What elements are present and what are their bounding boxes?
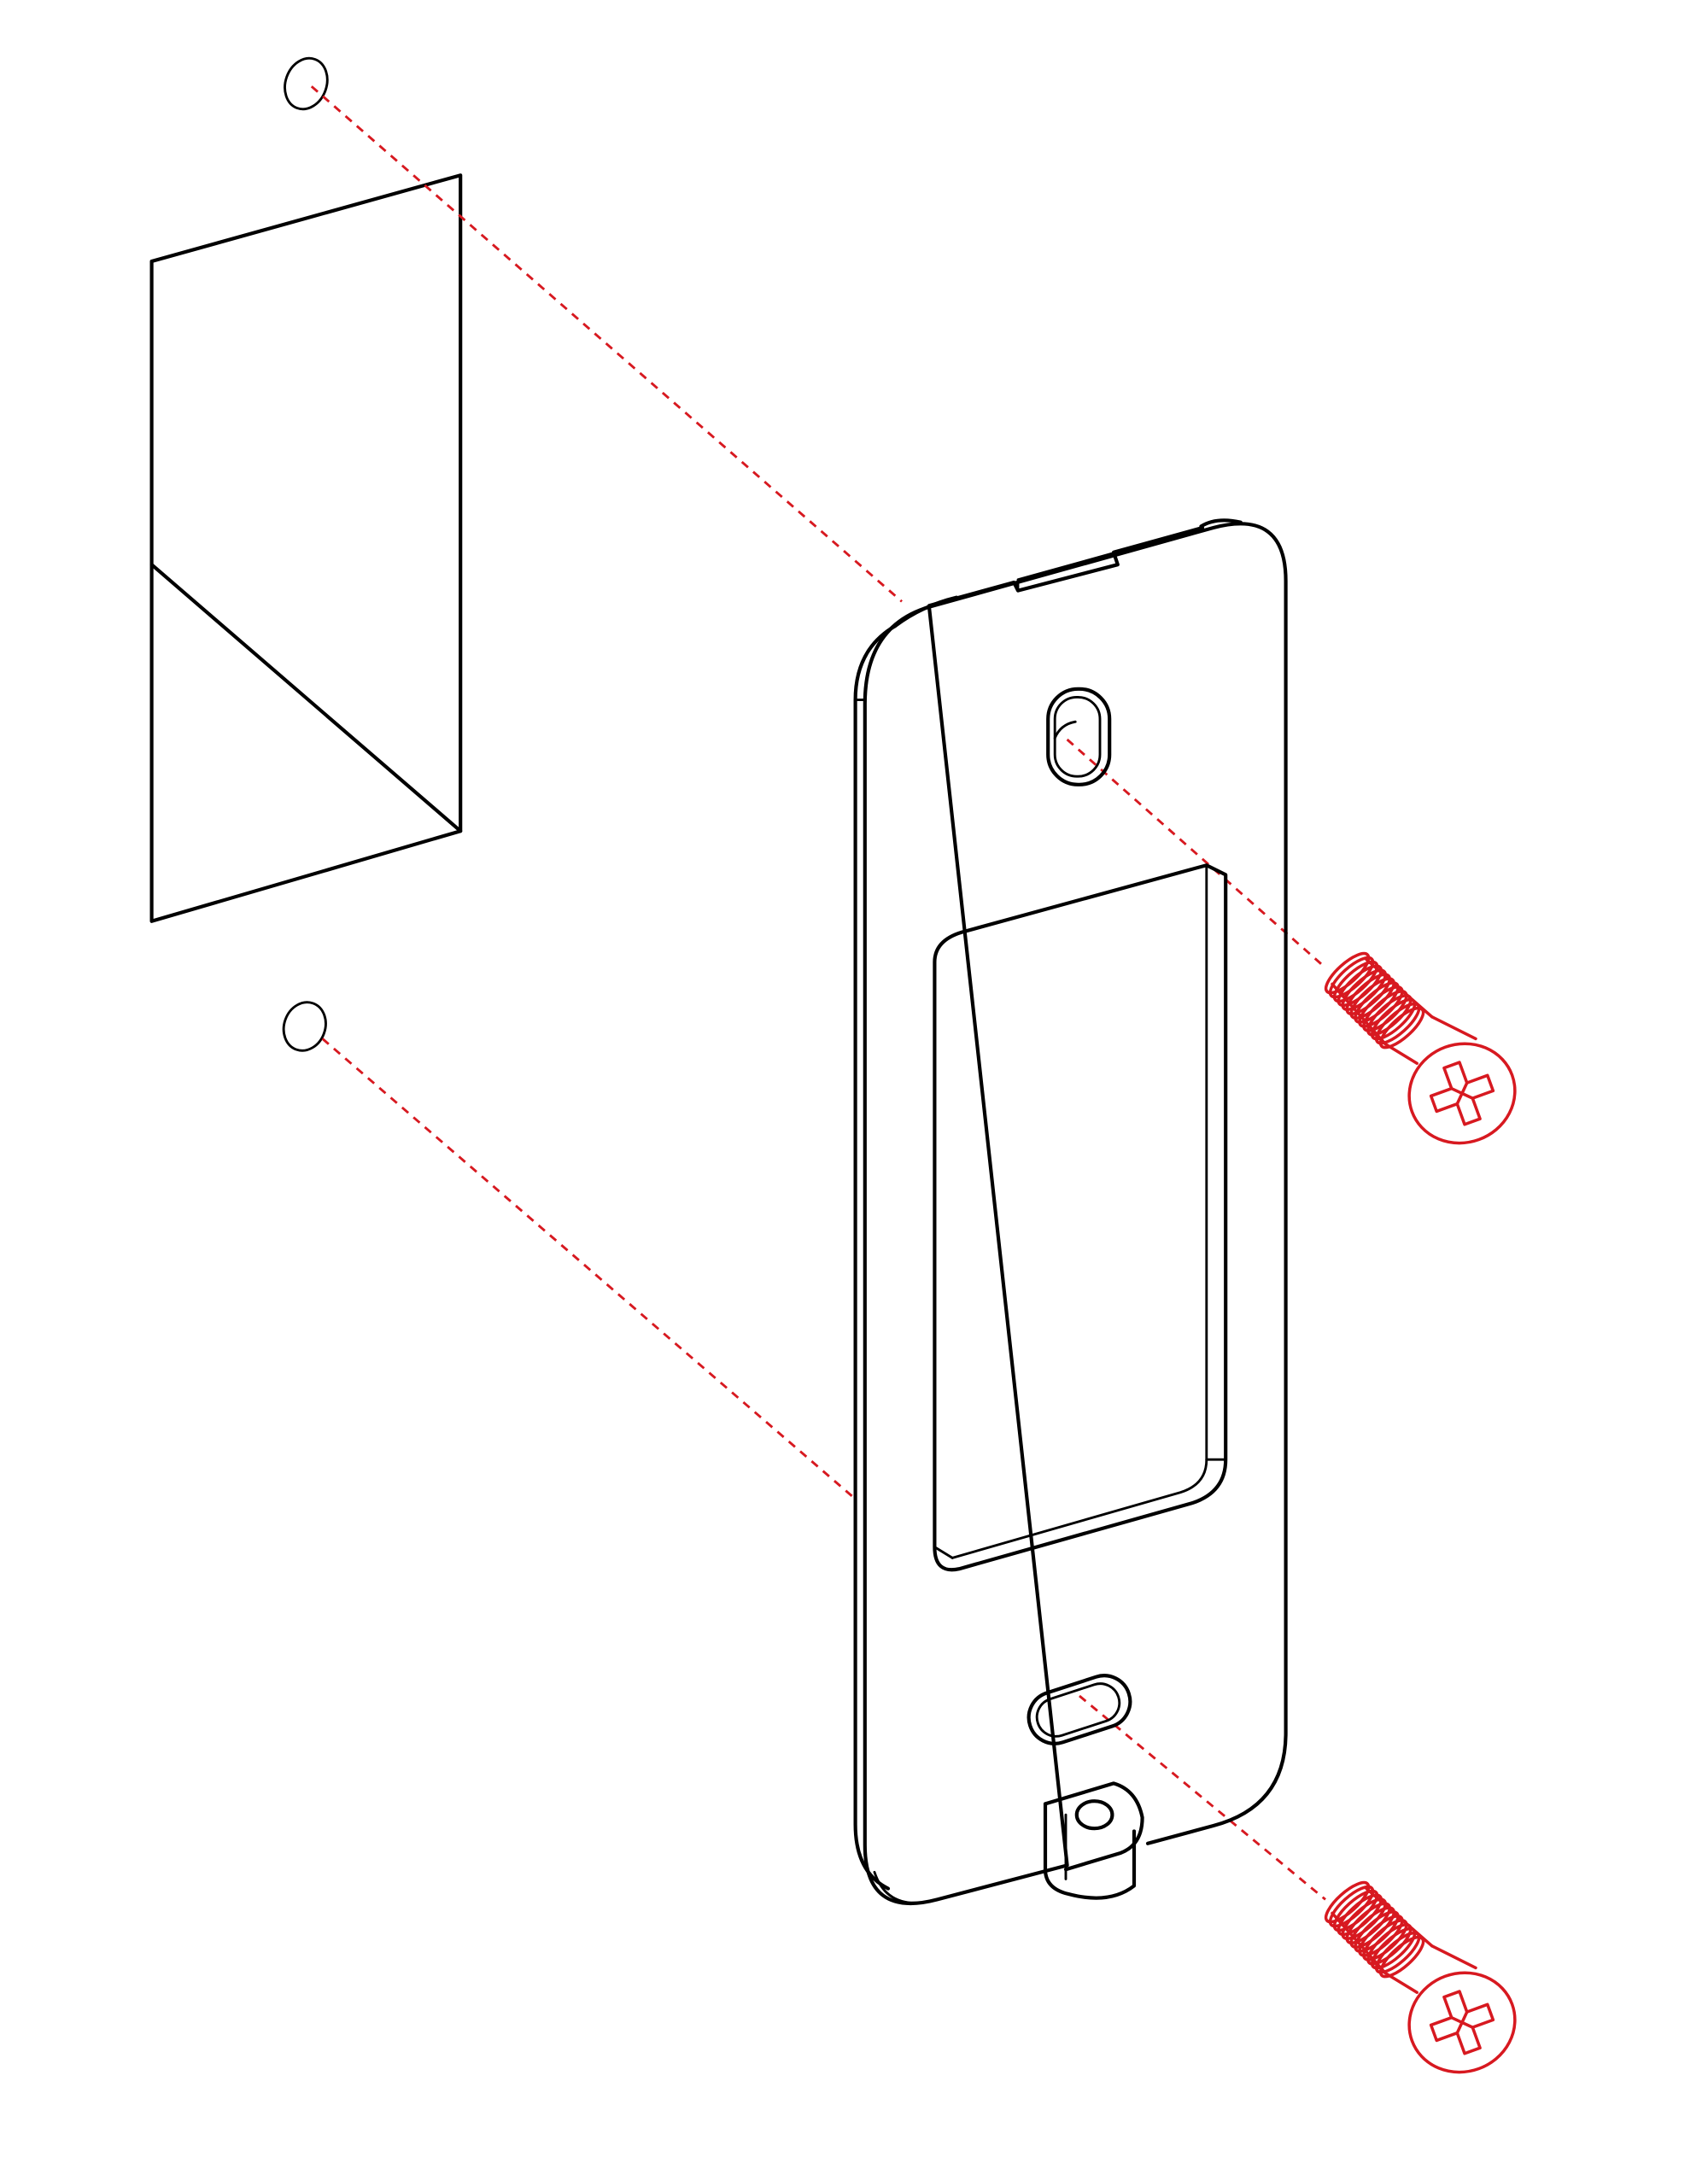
slot-top <box>1046 687 1112 786</box>
wall-cutout <box>149 173 463 923</box>
screw-top <box>1324 951 1517 1145</box>
guide-lines <box>310 85 1326 1901</box>
screw-thread-coil <box>1332 1889 1379 1932</box>
guide-line-top-screw <box>1066 738 1326 969</box>
strike-plate-tab <box>1043 1781 1144 1900</box>
pilot-hole-top <box>284 56 329 111</box>
screw-thread-coil <box>1324 1880 1371 1924</box>
strike-plate <box>853 518 1288 1906</box>
screw-thread-coil <box>1324 951 1371 995</box>
screw-thread-coil <box>1328 956 1375 999</box>
slot-bottom <box>1027 1674 1132 1745</box>
screw-thread-coil <box>1328 1885 1375 1928</box>
guide-line-bottom-screw <box>1079 1694 1326 1901</box>
guide-line-bottom-hole <box>321 1038 855 1500</box>
pilot-hole-bottom <box>282 1001 327 1052</box>
screw-thread-coil <box>1332 960 1379 1003</box>
guide-line-top-hole <box>310 85 903 603</box>
screw-bottom <box>1324 1880 1517 2074</box>
latch-opening <box>933 863 1228 1572</box>
